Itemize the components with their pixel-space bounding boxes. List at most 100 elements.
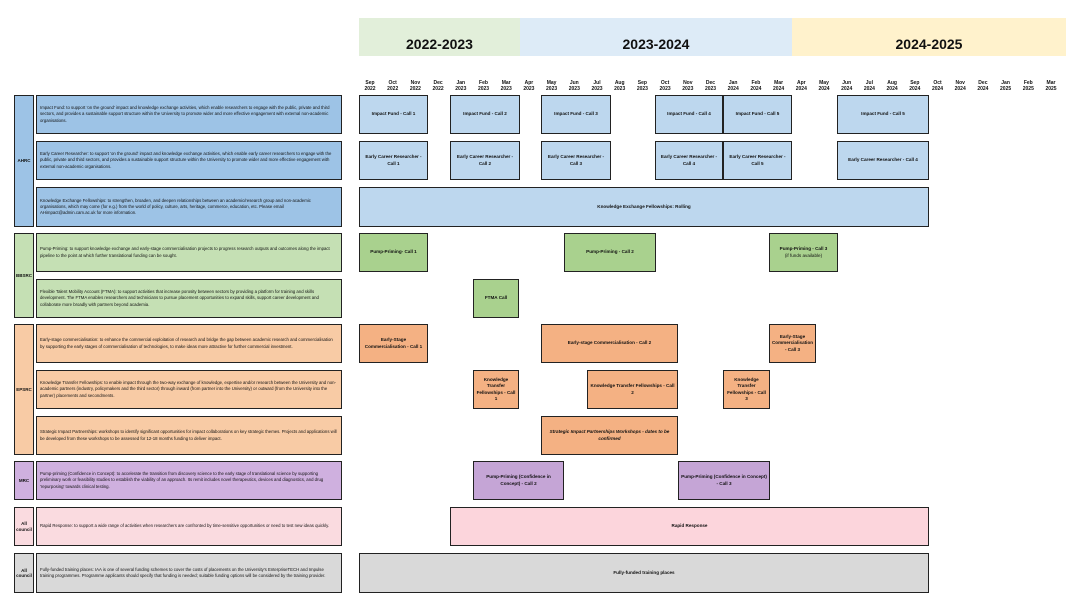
bar-ftma-call: FTMA Call: [473, 279, 519, 318]
bar-pump-priming-call-1: Pump-Priming- Call 1: [359, 233, 428, 272]
month-label: Jul: [593, 80, 601, 86]
month-label: May: [819, 80, 829, 86]
month-label: Jan: [728, 80, 738, 86]
month-year-label: 2023: [568, 86, 580, 93]
bar-fully-funded-training-places: Fully-funded training places: [359, 553, 929, 593]
month-year-label: 2023: [591, 86, 603, 93]
month-year-label: 2024: [841, 86, 853, 93]
bar-ecr-call-4: Early Career Researcher - Call 4: [655, 141, 723, 180]
month-year-label: 2024: [863, 86, 875, 93]
month-label: Oct: [388, 80, 397, 86]
month-label: Feb: [1023, 80, 1033, 86]
month-year-label: 2024: [727, 86, 739, 93]
month-year-label: 2023: [659, 86, 671, 93]
bar-rapid-response: Rapid Response: [450, 507, 929, 546]
description-early-career-researcher: Early Career Researcher: to support 'on …: [36, 141, 342, 180]
month-year-label: 2022: [432, 86, 444, 93]
bar-pump-priming-call-2: Pump-Priming - Call 2: [564, 233, 656, 272]
month-year-label: 2022: [364, 86, 376, 93]
description-knowledge-transfer-fellowships: Knowledge Transfer Fellowships: to enabl…: [36, 370, 342, 409]
description-impact-fund: Impact Fund: to support 'on the ground' …: [36, 95, 342, 134]
bar-esc-call-3: Early-Stage Commercialisation - Call 3: [769, 324, 816, 363]
month-label: Nov: [955, 80, 965, 86]
month-year-label: 2024: [909, 86, 921, 93]
bar-mrc-pump-priming-call-2: Pump-Priming (Confidence in Concept) - C…: [473, 461, 564, 500]
month-year-label: 2024: [931, 86, 944, 93]
month-label: Mar: [774, 80, 784, 86]
month-label: Mar: [501, 80, 511, 86]
bar-ecr-call-2: Early Career Researcher - Call 2: [450, 141, 520, 180]
bar-impact-fund-call-2: Impact Fund - Call 2: [450, 95, 520, 134]
month-year-label: 2023: [523, 86, 535, 93]
description-early-stage-commercialisation: Early-stage commercialisation: to enhanc…: [36, 324, 342, 363]
bar-mrc-pump-priming-call-3: Pump-Priming (Confidence in Concept) - C…: [678, 461, 770, 500]
month-label: Jan: [1001, 80, 1010, 86]
bar-esc-call-1: Early-Stage Commercialisation - Call 1: [359, 324, 428, 363]
month-label: Sep: [910, 80, 920, 86]
month-label: Nov: [683, 80, 693, 86]
pump-priming-call-3-label: Pump-Priming - Call 3: [779, 246, 828, 252]
month-year-label: 2022: [409, 86, 421, 93]
month-year-label: 2024: [818, 86, 830, 93]
month-label: Apr: [524, 80, 534, 86]
month-year-label: 2024: [977, 86, 989, 93]
month-year-label: 2024: [954, 86, 966, 93]
month-label: Apr: [796, 80, 806, 86]
month-year-label: 2023: [636, 86, 648, 93]
month-year-label: 2022: [387, 86, 399, 93]
month-year-label: 2023: [500, 86, 512, 93]
description-pump-priming-bbsrc: Pump-Priming: to support knowledge excha…: [36, 233, 342, 272]
month-label: Feb: [479, 80, 488, 86]
council-label-ahrc: AHRC: [14, 95, 34, 227]
month-year-label: 2023: [682, 86, 694, 93]
bar-ecr-call-4-second: Early Career Researcher - Call 4: [837, 141, 929, 180]
pump-priming-call-3-note: (if funds available): [784, 252, 823, 258]
bar-ktf-call-3: Knowledge Transfer Fellowships - Call 3: [723, 370, 770, 409]
month-label: Feb: [751, 80, 761, 86]
bar-impact-fund-call-5: Impact Fund - Call 5: [723, 95, 792, 134]
bar-knowledge-exchange-fellowships-rolling: Knowledge Exchange Fellowships: Rolling: [359, 187, 929, 227]
month-year-label: 2024: [886, 86, 898, 93]
month-label: Dec: [978, 80, 988, 86]
month-label: Oct: [933, 80, 942, 86]
council-label-epsrc: EPSRC: [14, 324, 34, 455]
council-label-all-training: All council: [14, 553, 34, 593]
month-year-label: 2025: [1000, 86, 1012, 93]
month-label: Aug: [614, 80, 625, 86]
description-ftma: Flexible Talent Mobility Account (FTMA):…: [36, 279, 342, 318]
month-label: Jul: [865, 80, 873, 86]
month-label: Dec: [433, 80, 443, 86]
year-header-2022-2023: 2022-2023: [359, 18, 520, 56]
month-label: Jun: [569, 80, 579, 86]
month-year-label: 2024: [795, 86, 807, 93]
description-strategic-impact-partnerships: Strategic Impact Partnerships: workshops…: [36, 416, 342, 455]
month-label: Mar: [1046, 80, 1056, 86]
month-year-label: 2025: [1022, 86, 1034, 93]
description-mrc-pump-priming: Pump-priming (Confidence in Concept): to…: [36, 461, 342, 500]
month-label: Jan: [456, 80, 466, 86]
bar-ktf-call-2: Knowledge Transfer Fellowships - Call 2: [587, 370, 678, 409]
month-label: Oct: [660, 80, 670, 86]
bar-ecr-call-1: Early Career Researcher - Call 1: [359, 141, 428, 180]
bar-impact-fund-call-5-second: Impact Fund - Call 5: [837, 95, 929, 134]
description-training-places: Fully-funded training places: IAA is one…: [36, 553, 342, 593]
month-year-label: 2023: [477, 86, 490, 93]
